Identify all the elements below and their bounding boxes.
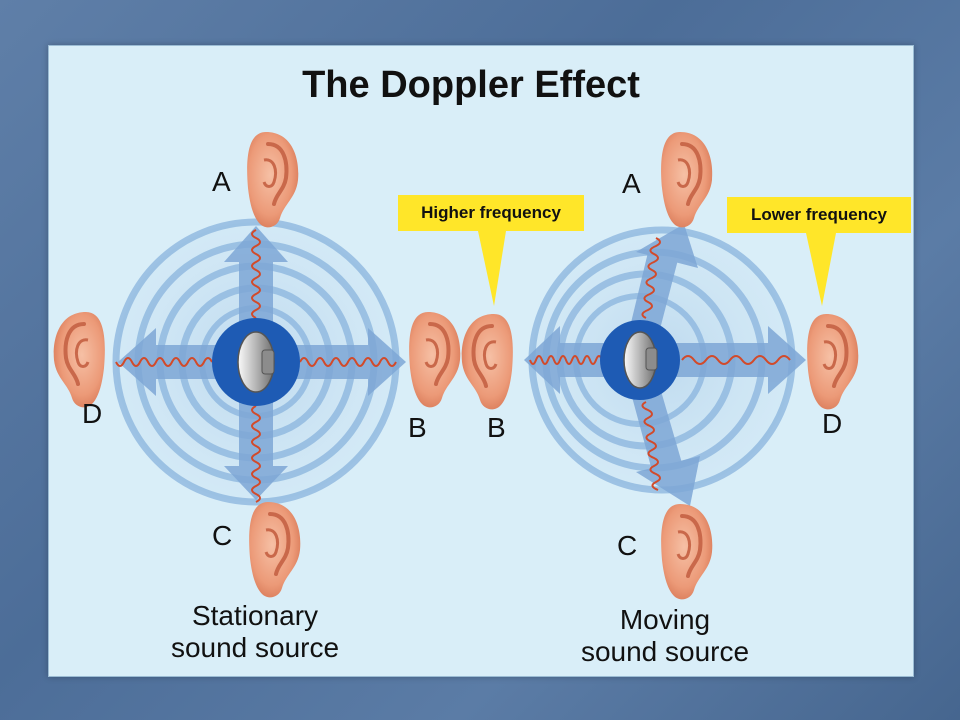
label-c-stationary: C [212,520,233,551]
callout-pointer [806,233,836,306]
ear-icon [459,312,515,412]
label-d-stationary: D [82,398,103,429]
stationary-speaker [212,318,300,406]
label-b-moving: B [487,412,506,443]
ear-icon [659,130,715,230]
caption-stationary: Stationary sound source [130,600,380,664]
label-a-stationary: A [212,166,231,197]
callout-lower-frequency: Lower frequency [727,197,911,233]
callout-higher-frequency: Higher frequency [398,195,584,231]
caption-moving-line2: sound source [580,636,750,667]
ear-icon [51,310,107,410]
stationary-sound-waves [115,229,397,503]
caption-moving: Moving sound source [540,604,790,668]
caption-moving-line1: Moving [619,604,711,635]
ear-icon [245,130,301,230]
label-a-moving: A [622,168,641,199]
ear-icon [659,502,715,602]
label-c-moving: C [617,530,638,561]
caption-stationary-line2: sound source [170,632,340,663]
ear-icon [805,312,861,412]
label-d-moving: D [822,408,843,439]
page-title: The Doppler Effect [302,64,640,106]
moving-speaker [600,320,680,400]
callout-pointer [478,231,506,306]
caption-stationary-line1: Stationary [191,600,319,631]
moving-sound-waves [529,237,791,491]
ear-icon [247,500,303,600]
ear-icon [407,310,463,410]
label-b-stationary: B [408,412,427,443]
